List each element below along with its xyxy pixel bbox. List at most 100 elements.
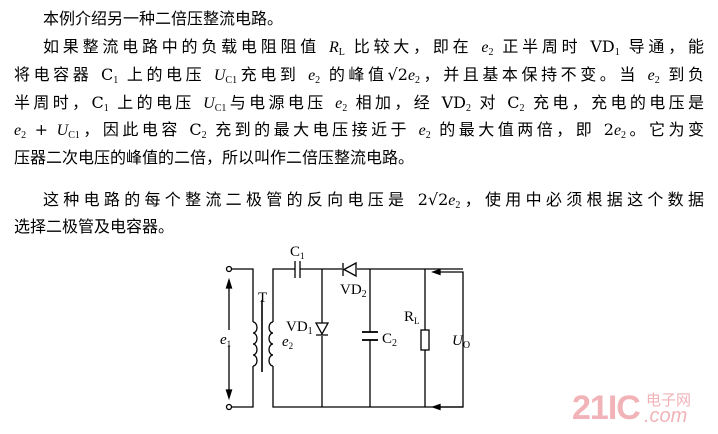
watermark-21ic: 21IC <box>572 389 641 427</box>
subscript: 2 <box>315 75 321 86</box>
subscript: 2 <box>201 130 207 141</box>
text-line: 将电容器 C1 上的电压 UC1充电到 e2 的峰值√2e2，并且基本保持不变。… <box>14 65 704 91</box>
uo-arrowheads <box>431 268 441 411</box>
subscript: 2 <box>654 75 660 86</box>
text-segment: 正半周时 VD <box>493 37 615 56</box>
math-variable: e <box>613 122 622 139</box>
primary-coil <box>252 321 258 367</box>
label-rl: R <box>404 309 414 325</box>
text-segment: 充到的最大电压接近于 <box>206 120 419 139</box>
text-segment: 半周时，C <box>14 93 104 112</box>
svg-text:VD1: VD1 <box>286 319 313 337</box>
label-vd1: VD <box>286 319 308 335</box>
label-c1-sub: 1 <box>300 251 305 261</box>
text-segment: 到负 <box>659 65 704 84</box>
math-variable: e <box>14 122 22 139</box>
text-segment: 与电源电压 <box>226 93 336 112</box>
math-variable: U <box>213 67 226 84</box>
text-segment: 上的电压 <box>118 65 214 84</box>
text-segment: 相加，经 VD <box>347 93 466 112</box>
subscript: 2 <box>425 130 431 141</box>
text-line: 压器二次电压的峰值的二倍，所以叫作二倍压整流电路。 <box>14 148 704 168</box>
math-variable: U <box>56 122 69 139</box>
svg-text:e2: e2 <box>282 334 293 351</box>
label-uo: U <box>452 333 464 349</box>
text-segment: ，使用中必须根据这个数据 <box>460 190 704 209</box>
math-variable: R <box>328 39 339 56</box>
watermark-logo: 21IC 电子网 .com <box>572 389 691 427</box>
text-segment: 的峰值√2 <box>320 65 408 84</box>
svg-text:UO: UO <box>452 333 470 351</box>
text-segment: 导通，能 <box>619 37 704 56</box>
top-wire <box>272 268 463 322</box>
text-segment: 将电容器 C <box>14 65 114 84</box>
subscript: 2 <box>466 103 471 114</box>
text-segment: 压器二次电压的峰值的二倍，所以叫作二倍压整流电路。 <box>14 148 415 167</box>
text-line: 半周时，C1 上的电压 UC1与电源电压 e2 相加，经 VD2 对 C2 充电… <box>14 93 704 119</box>
uo-bracket <box>435 271 464 408</box>
vd1-diode <box>314 322 330 336</box>
label-rl-sub: L <box>414 316 420 326</box>
label-e1-sub: 1 <box>227 339 232 349</box>
math-variable: e <box>418 122 426 139</box>
text-line: 选择二极管及电容器。 <box>14 217 704 237</box>
text-segment: 如果整流电路中的负载电阻阻值 <box>43 37 329 56</box>
text-segment: 这种电路的每个整流二极管的反向电压是 2√2 <box>43 190 449 209</box>
math-variable: e <box>335 95 343 112</box>
subscript: 1 <box>103 103 109 114</box>
subscript: 2 <box>415 75 421 86</box>
label-c1: C <box>290 244 300 260</box>
math-variable: U <box>203 95 215 112</box>
subscript: 2 <box>488 47 494 58</box>
text-line: 如果整流电路中的负载电阻阻值 RL 比较大，即在 e2 正半周时 VD1 导通，… <box>43 37 704 63</box>
label-c2-sub: 2 <box>392 338 397 349</box>
subscript: C1 <box>214 103 227 114</box>
text-segment: ，因此电容 C <box>79 120 202 139</box>
subscript: 2 <box>21 130 27 141</box>
label-vd2: VD <box>340 282 362 298</box>
text-line: e2 + UC1，因此电容 C2 充到的最大电压接近于 e2 的最大值两倍，即 … <box>14 120 704 146</box>
text-segment: 对 C <box>471 93 520 112</box>
math-variable: e <box>448 192 456 209</box>
text-segment: 本例介绍另一种二倍压整流电路。 <box>43 9 284 28</box>
label-e2: e <box>282 334 289 350</box>
secondary-coil <box>268 321 274 367</box>
subscript: 1 <box>113 75 119 86</box>
primary-wire <box>231 268 254 408</box>
e1-arrowheads <box>225 277 233 401</box>
text-segment: + <box>26 120 57 139</box>
input-terminal-bottom <box>225 403 233 411</box>
text-line: 这种电路的每个整流二极管的反向电压是 2√2e2，使用中必须根据这个数据 <box>43 190 704 216</box>
subscript: 2 <box>342 103 348 114</box>
subscript: 2 <box>455 200 461 211</box>
subscript: C1 <box>225 75 238 86</box>
label-vd2-sub: 2 <box>362 289 367 300</box>
text-line: 本例介绍另一种二倍压整流电路。 <box>43 9 704 29</box>
math-variable: e <box>407 67 416 84</box>
svg-text:VD2: VD2 <box>340 282 367 300</box>
watermark-com: .com <box>644 405 688 427</box>
vd2-diode <box>342 261 357 278</box>
label-uo-sub: O <box>463 340 470 351</box>
label-t: T <box>258 290 267 306</box>
text-segment: ，并且基本保持不变。当 <box>420 65 648 84</box>
watermark-cn: 电子网 <box>646 392 692 409</box>
label-c2: C <box>382 331 392 347</box>
bottom-wire <box>272 366 463 408</box>
text-segment: 充电，充电的电压是 <box>524 93 704 112</box>
label-vd1-sub: 1 <box>308 326 313 337</box>
subscript: 2 <box>621 130 627 141</box>
svg-text:C2: C2 <box>382 331 397 349</box>
subscript: C1 <box>68 130 80 141</box>
svg-text:RL: RL <box>404 309 420 326</box>
math-variable: e <box>481 39 489 56</box>
text-segment: 充电到 <box>237 65 309 84</box>
text-segment: 。它为变 <box>626 120 704 139</box>
text-segment: 比较大，即在 <box>344 37 482 56</box>
text-segment: 选择二极管及电容器。 <box>14 217 175 236</box>
math-variable: e <box>647 67 655 84</box>
label-e2-sub: 2 <box>289 341 294 351</box>
text-segment: 的最大值两倍，即 2 <box>430 120 614 139</box>
svg-text:C1: C1 <box>290 244 305 261</box>
